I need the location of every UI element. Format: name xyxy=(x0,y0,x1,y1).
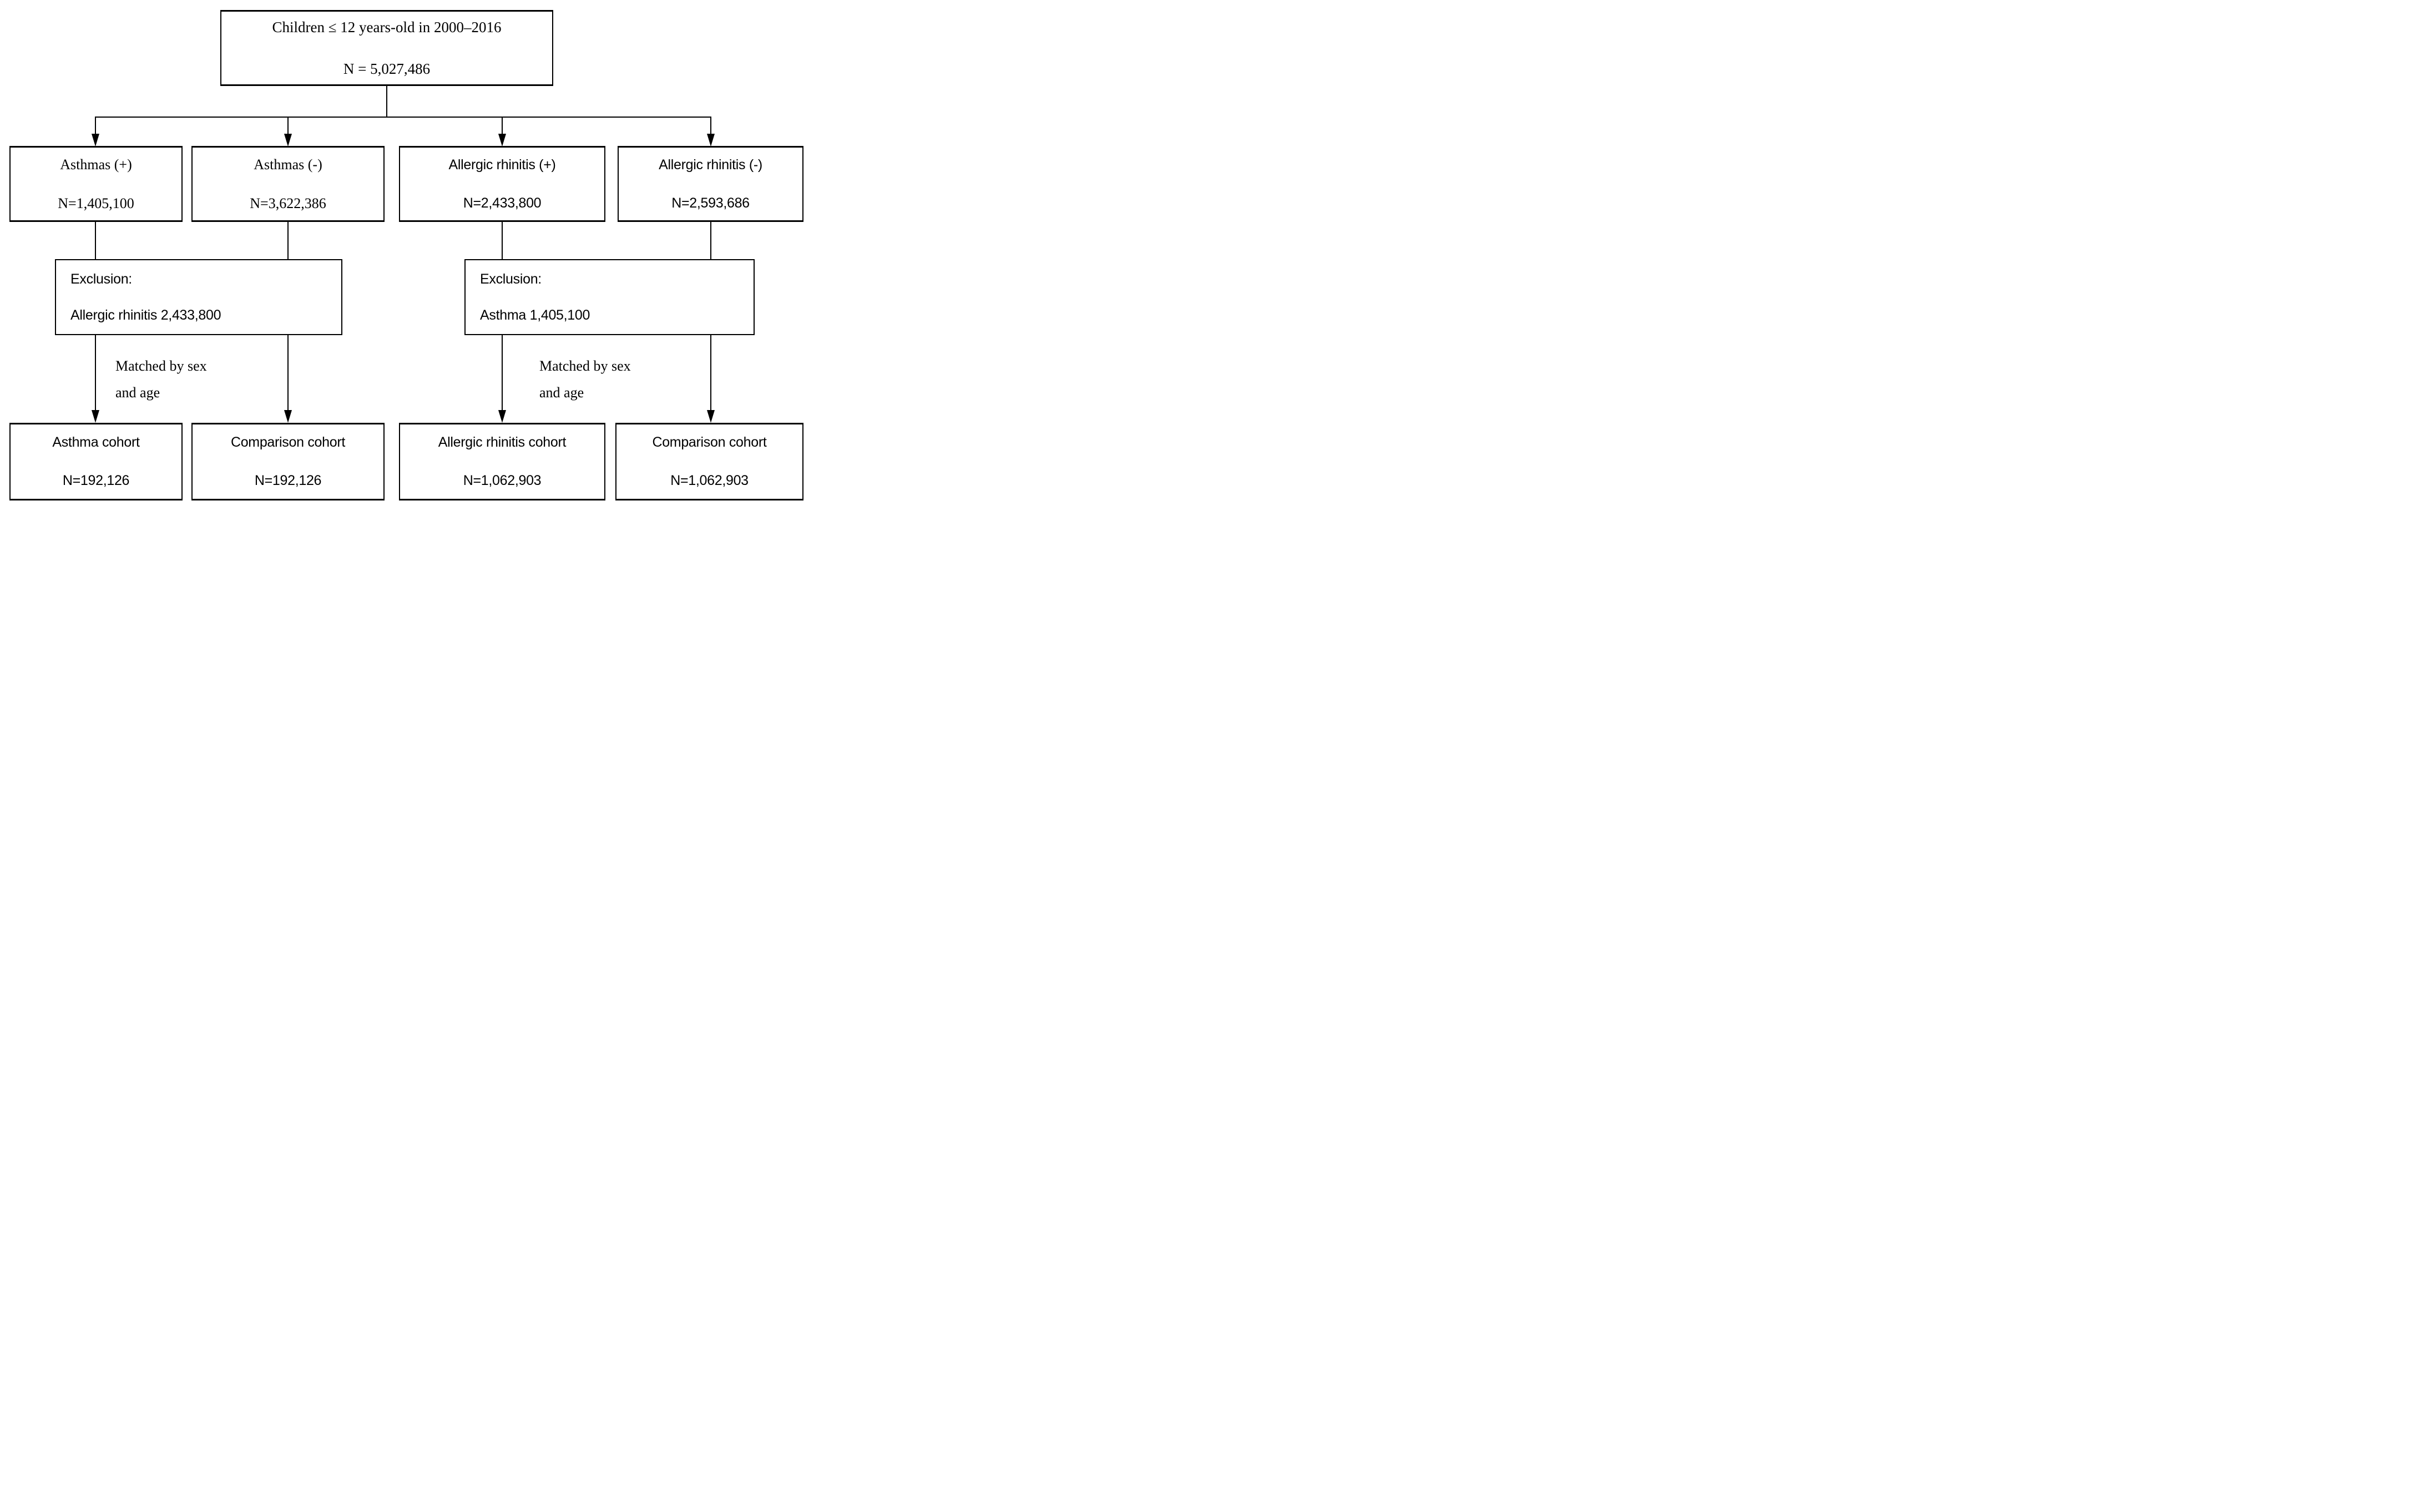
connector-drop-asthma-pos xyxy=(95,117,96,134)
matched-label-right-line1: Matched by sex xyxy=(539,358,631,374)
connector-mid-right-2 xyxy=(710,222,711,259)
asthma-negative-box: Asthmas (-) N=3,622,386 xyxy=(191,146,385,222)
asthma-positive-label: Asthmas (+) xyxy=(60,156,132,173)
matched-label-right-line2: and age xyxy=(539,385,584,401)
arrowhead-icon xyxy=(92,134,99,146)
allergic-rhinitis-positive-box: Allergic rhinitis (+) N=2,433,800 xyxy=(399,146,605,222)
allergic-rhinitis-positive-label: Allergic rhinitis (+) xyxy=(448,156,556,173)
allergic-rhinitis-cohort-label: Allergic rhinitis cohort xyxy=(438,434,567,450)
asthma-positive-n: N=1,405,100 xyxy=(58,195,134,211)
connector-low-right-1 xyxy=(502,335,503,411)
connector-low-left-1 xyxy=(95,335,96,411)
ar-comparison-cohort-box: Comparison cohort N=1,062,903 xyxy=(615,423,803,500)
exclusion-left-box: Exclusion: Allergic rhinitis 2,433,800 xyxy=(55,259,342,335)
asthma-cohort-n: N=192,126 xyxy=(62,473,130,488)
allergic-rhinitis-negative-label: Allergic rhinitis (-) xyxy=(659,156,762,173)
connector-mid-right-1 xyxy=(502,222,503,259)
exclusion-right-box: Exclusion: Asthma 1,405,100 xyxy=(464,259,755,335)
exclusion-right-title: Exclusion: xyxy=(480,271,542,287)
exclusion-left-title: Exclusion: xyxy=(70,271,132,287)
ar-comparison-cohort-label: Comparison cohort xyxy=(652,434,767,450)
arrowhead-icon xyxy=(707,134,715,146)
connector-drop-asthma-neg xyxy=(287,117,289,134)
connector-drop-ar-pos xyxy=(502,117,503,134)
connector-top-stub xyxy=(386,86,387,118)
asthma-comparison-cohort-box: Comparison cohort N=192,126 xyxy=(191,423,385,500)
allergic-rhinitis-positive-n: N=2,433,800 xyxy=(463,195,542,211)
connector-low-right-2 xyxy=(710,335,711,411)
ar-comparison-cohort-n: N=1,062,903 xyxy=(670,473,749,488)
exclusion-right-detail: Asthma 1,405,100 xyxy=(480,307,590,323)
source-population-n: N = 5,027,486 xyxy=(343,60,431,77)
connector-low-left-2 xyxy=(287,335,289,411)
allergic-rhinitis-cohort-box: Allergic rhinitis cohort N=1,062,903 xyxy=(399,423,605,500)
matched-label-left: Matched by sex and age xyxy=(115,353,207,406)
asthma-negative-n: N=3,622,386 xyxy=(250,195,326,211)
matched-label-left-line2: and age xyxy=(115,385,160,401)
arrowhead-icon xyxy=(498,134,506,146)
arrowhead-icon xyxy=(92,410,99,423)
arrowhead-icon xyxy=(284,410,292,423)
connector-mid-left-2 xyxy=(287,222,289,259)
asthma-cohort-box: Asthma cohort N=192,126 xyxy=(9,423,183,500)
arrowhead-icon xyxy=(498,410,506,423)
asthma-positive-box: Asthmas (+) N=1,405,100 xyxy=(9,146,183,222)
source-population-box: Children ≤ 12 years-old in 2000–2016 N =… xyxy=(220,10,553,86)
arrowhead-icon xyxy=(707,410,715,423)
allergic-rhinitis-cohort-n: N=1,062,903 xyxy=(463,473,542,488)
source-population-title: Children ≤ 12 years-old in 2000–2016 xyxy=(272,18,502,36)
asthma-comparison-cohort-label: Comparison cohort xyxy=(230,434,346,450)
asthma-negative-label: Asthmas (-) xyxy=(254,156,322,173)
matched-label-left-line1: Matched by sex xyxy=(115,358,207,374)
connector-horizontal-bar xyxy=(95,117,711,118)
flow-diagram: Children ≤ 12 years-old in 2000–2016 N =… xyxy=(0,0,806,504)
allergic-rhinitis-negative-n: N=2,593,686 xyxy=(671,195,750,211)
allergic-rhinitis-negative-box: Allergic rhinitis (-) N=2,593,686 xyxy=(618,146,803,222)
exclusion-left-detail: Allergic rhinitis 2,433,800 xyxy=(70,307,221,323)
connector-mid-left-1 xyxy=(95,222,96,259)
arrowhead-icon xyxy=(284,134,292,146)
asthma-comparison-cohort-n: N=192,126 xyxy=(254,473,322,488)
asthma-cohort-label: Asthma cohort xyxy=(52,434,140,450)
matched-label-right: Matched by sex and age xyxy=(539,353,631,406)
connector-drop-ar-neg xyxy=(710,117,711,134)
